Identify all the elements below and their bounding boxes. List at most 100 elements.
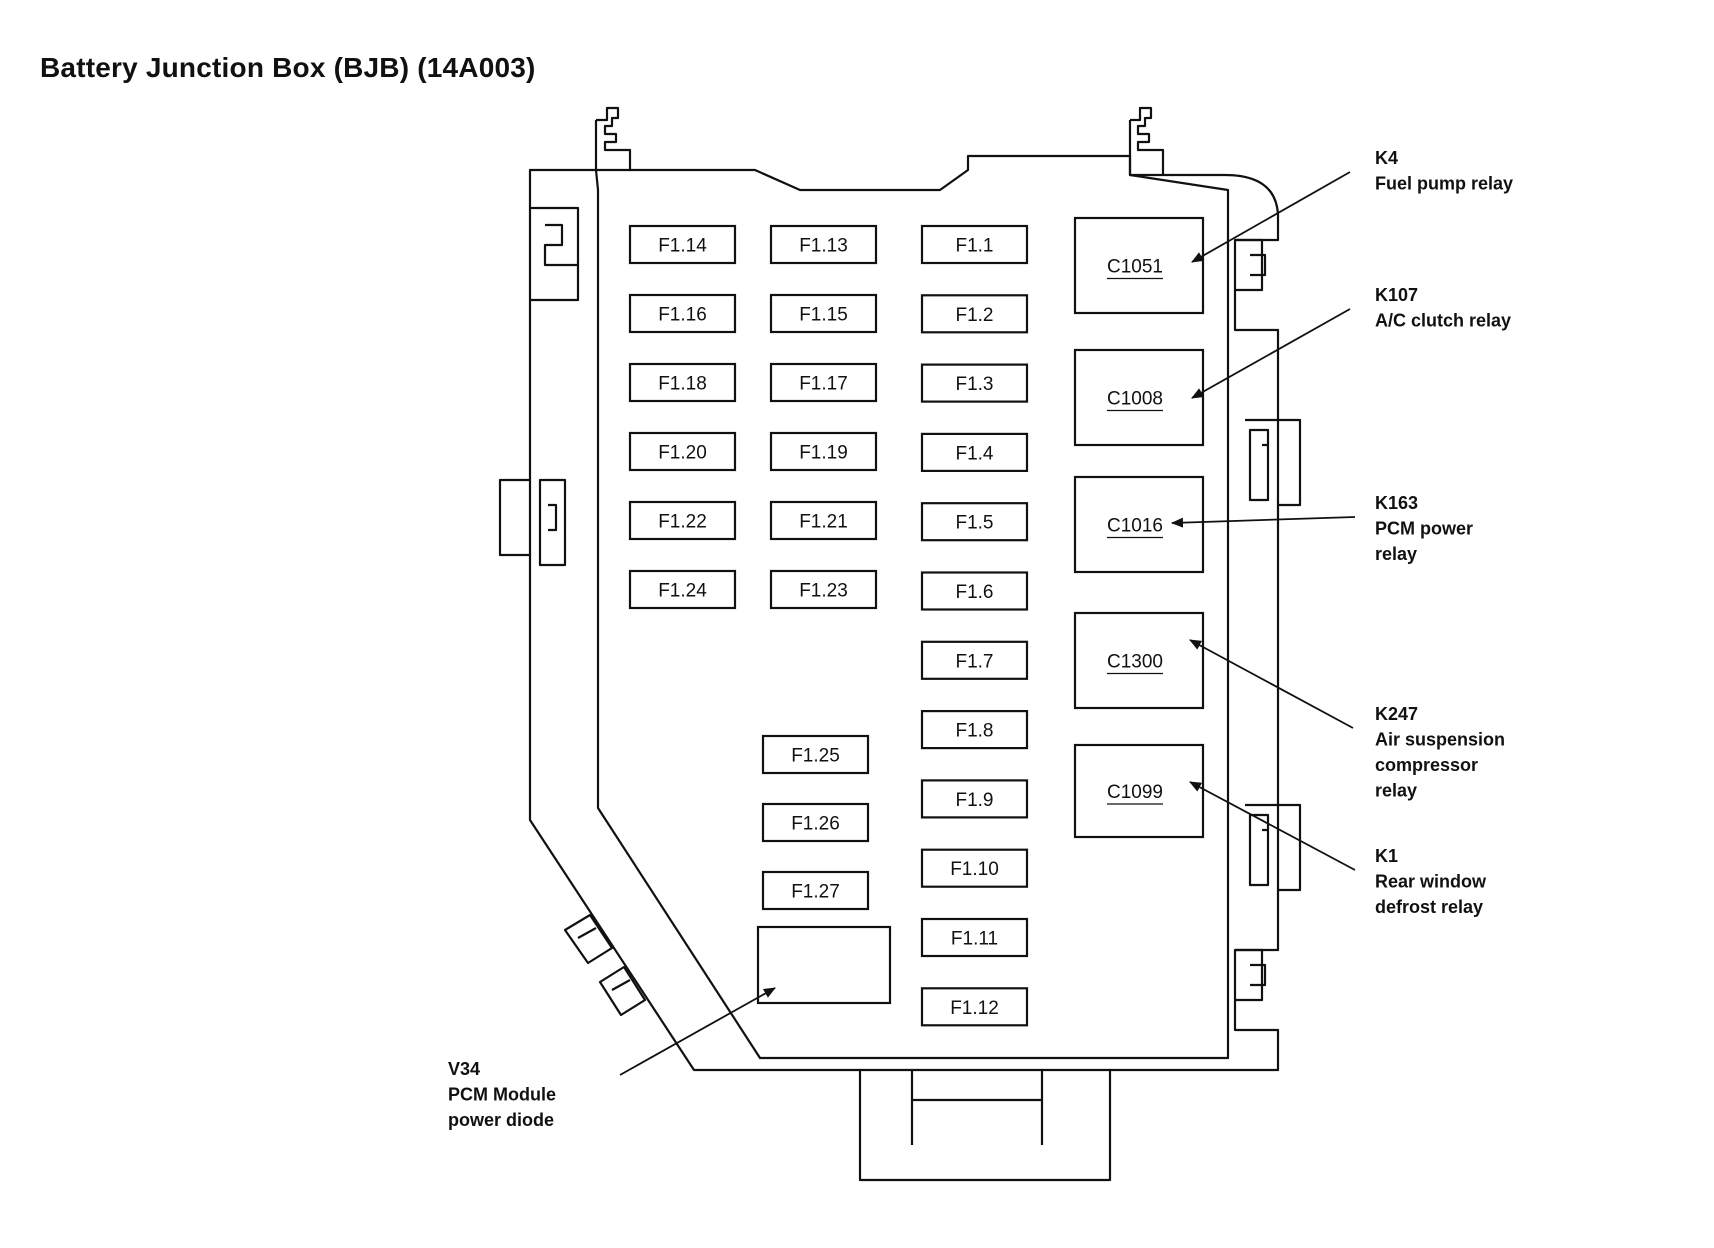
fuse-f1-7: F1.7 [920,640,1029,680]
fuse-outline [920,363,1029,403]
fuse-outline [769,224,878,265]
fuse-label: F1.9 [955,790,993,811]
fuse-f1-19: F1.19 [769,431,878,472]
fuse-label: F1.18 [658,374,707,395]
fuse-outline [628,569,737,610]
fuse-outline [628,500,737,541]
fuse-f1-2: F1.2 [920,294,1029,334]
relay-c1008: C1008 [1073,348,1205,447]
relay-description: compressor [1375,755,1478,775]
fuse-label: F1.15 [799,305,848,326]
relay-c1300: C1300 [1073,611,1205,710]
relay-id: K4 [1375,148,1398,168]
fuse-outline [920,917,1029,958]
fuse-label: F1.21 [799,512,848,533]
relay-c1051: C1051 [1073,216,1205,315]
leader-arrow [1191,308,1351,399]
relay-description: Air suspension [1375,730,1505,750]
fuse-label: F1.8 [955,721,993,742]
fuse-label: F1.6 [955,582,993,603]
page-title: Battery Junction Box (BJB) (14A003) [40,52,536,83]
diode-v34 [756,925,892,1005]
fuse-outline [628,431,737,472]
fuse-label: F1.10 [950,859,999,880]
fuse-label: F1.16 [658,305,707,326]
relay-outline [1073,611,1205,710]
fuse-label: F1.25 [791,746,840,767]
fuse-outline [628,224,737,265]
fuse-label: F1.19 [799,443,848,464]
fuse-outline [920,432,1029,472]
fuse-label: F1.13 [799,236,848,257]
relay-c1099: C1099 [1073,743,1205,839]
fuse-f1-27: F1.27 [761,870,870,911]
fuse-f1-18: F1.18 [628,362,737,403]
housing-outline [498,106,1302,1182]
fuse-outline [628,362,737,403]
relay-c1016: C1016 [1073,475,1205,574]
fuse-f1-6: F1.6 [920,571,1029,611]
fuse-label: F1.5 [955,513,993,534]
fuse-outline [761,734,870,775]
fuse-outline [769,500,878,541]
relay-description: PCM power [1375,519,1473,539]
relay-id: K163 [1375,493,1418,513]
connector-label: C1099 [1107,782,1163,803]
relay-outline [1073,348,1205,447]
fuse-outline [920,502,1029,542]
fuse-outline [920,709,1029,750]
fuse-outline [920,848,1029,888]
connector-label: C1300 [1107,652,1163,673]
fuse-f1-10: F1.10 [920,848,1029,888]
fuse-outline [769,293,878,334]
fuse-label: F1.11 [951,929,998,950]
fuse-label: F1.23 [799,581,848,602]
fuse-f1-15: F1.15 [769,293,878,334]
relay-id: K247 [1375,704,1418,724]
fuse-label: F1.17 [799,374,848,395]
fuse-outline [920,779,1029,819]
fuse-label: F1.1 [955,236,993,257]
fuse-outline [920,640,1029,680]
fuse-f1-13: F1.13 [769,224,878,265]
fuse-label: F1.20 [658,443,707,464]
fuse-outline [920,224,1029,265]
diode-outline [756,925,892,1005]
fuse-label: F1.14 [658,236,707,257]
leader-arrow [1189,781,1356,871]
fuse-f1-21: F1.21 [769,500,878,541]
fuse-label: F1.7 [955,651,993,672]
relay-description: relay [1375,544,1417,564]
relay-description: defrost relay [1375,897,1483,917]
fuse-f1-22: F1.22 [628,500,737,541]
fuse-label: F1.26 [791,814,840,835]
fuse-f1-14: F1.14 [628,224,737,265]
fuse-label: F1.4 [955,443,993,464]
fuse-outline [769,569,878,610]
fuse-f1-20: F1.20 [628,431,737,472]
fuse-outline [920,571,1029,611]
leader-arrow [1191,171,1351,263]
connector-label: C1051 [1107,257,1163,278]
fuse-outline [761,870,870,911]
fuse-outline [769,362,878,403]
fuse-outline [920,987,1029,1027]
fuse-f1-3: F1.3 [920,363,1029,403]
leader-arrow [1189,639,1354,729]
fuse-f1-12: F1.12 [920,987,1029,1027]
relay-outline [1073,743,1205,839]
fuse-f1-25: F1.25 [761,734,870,775]
fuse-f1-24: F1.24 [628,569,737,610]
fuse-f1-4: F1.4 [920,432,1029,472]
fuse-outline [920,294,1029,334]
fuse-f1-16: F1.16 [628,293,737,334]
fuse-outline [628,293,737,334]
fuse-label: F1.2 [955,305,993,326]
diode-description: power diode [448,1110,554,1130]
